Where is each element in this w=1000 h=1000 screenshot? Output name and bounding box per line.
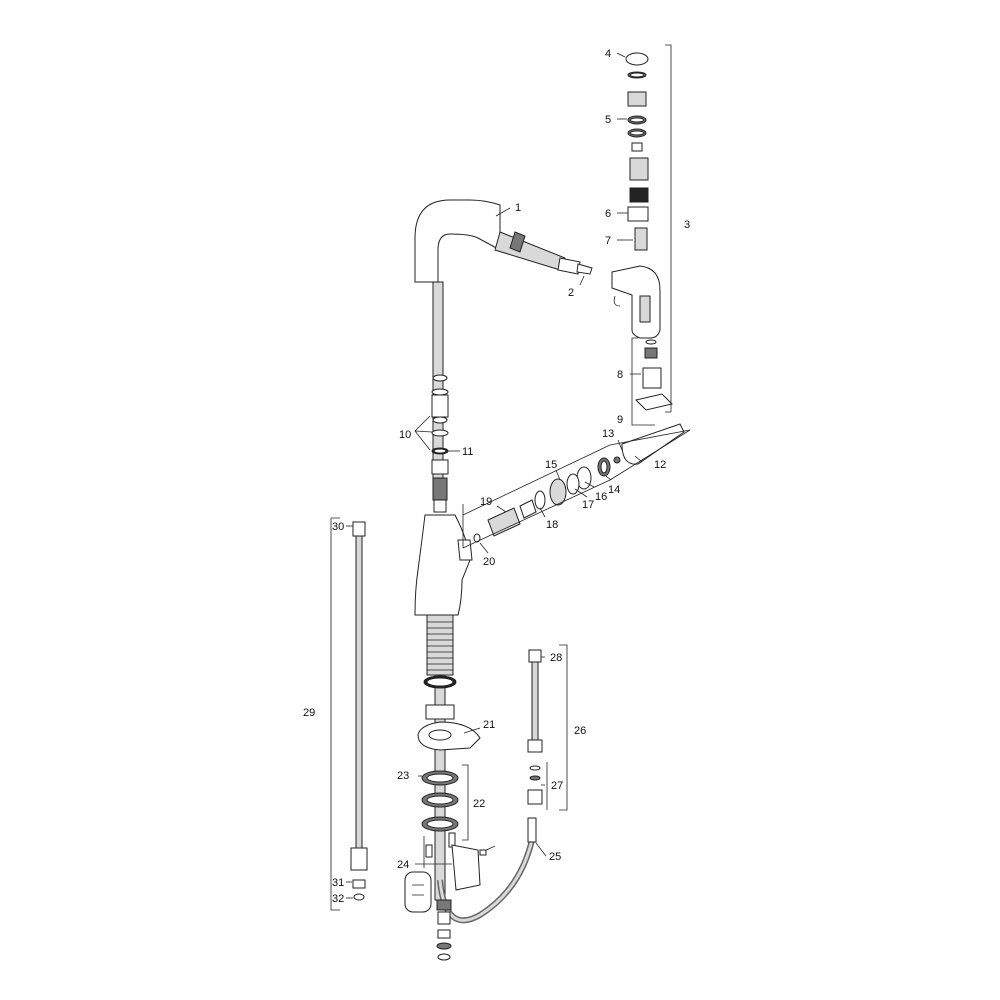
hose-part-25 (436, 817, 537, 961)
diverter-assembly (473, 423, 685, 543)
hose-part-26 (527, 649, 543, 805)
part-label-8: 8 (617, 369, 623, 381)
part-label-15: 15 (545, 459, 557, 471)
part-label-11: 11 (462, 446, 473, 458)
part-label-18: 18 (546, 519, 558, 531)
mounting-plate-part-21 (417, 721, 481, 751)
spray-head-parts (625, 52, 649, 251)
part-label-19: 19 (480, 496, 492, 508)
parts-8-9 (635, 339, 673, 411)
faucet-body (414, 514, 473, 616)
part-label-4: 4 (605, 48, 611, 60)
part-label-7: 7 (605, 235, 611, 247)
part-label-1: 1 (515, 202, 521, 214)
part-label-10: 10 (399, 429, 411, 441)
part-label-21: 21 (483, 719, 495, 731)
part-label-5: 5 (605, 114, 611, 126)
part-label-28: 28 (550, 652, 562, 664)
part-label-9: 9 (617, 414, 623, 426)
part-label-16: 16 (595, 491, 607, 503)
part-label-23: 23 (397, 770, 409, 782)
handle-body-part-3 (611, 265, 661, 339)
part-label-32: 32 (332, 893, 344, 905)
part-label-22: 22 (473, 798, 485, 810)
part-labels: 4 5 6 7 3 1 2 8 9 10 11 13 12 15 14 16 1… (303, 48, 690, 905)
hose-part-29 (350, 521, 368, 901)
spout-part-1 (414, 199, 593, 283)
part-label-6: 6 (605, 208, 611, 220)
part-label-13: 13 (602, 428, 614, 440)
part-label-2: 2 (568, 287, 574, 299)
part-label-3: 3 (684, 219, 690, 231)
part-label-20: 20 (483, 556, 495, 568)
part-label-25: 25 (549, 851, 561, 863)
part-label-27: 27 (551, 780, 563, 792)
spout-hose (431, 281, 449, 513)
part-label-31: 31 (332, 877, 344, 889)
part-label-12: 12 (654, 459, 666, 471)
leader-lines (346, 52, 643, 899)
part-label-24: 24 (397, 859, 409, 871)
part-label-29: 29 (303, 707, 315, 719)
hose-weight-part-24 (404, 844, 481, 913)
part-label-14: 14 (608, 484, 620, 496)
part-label-26: 26 (574, 725, 586, 737)
part-label-17: 17 (582, 499, 594, 511)
part-label-30: 30 (332, 521, 344, 533)
rings-part-22-23 (421, 770, 496, 858)
grouping-brackets (330, 44, 691, 911)
